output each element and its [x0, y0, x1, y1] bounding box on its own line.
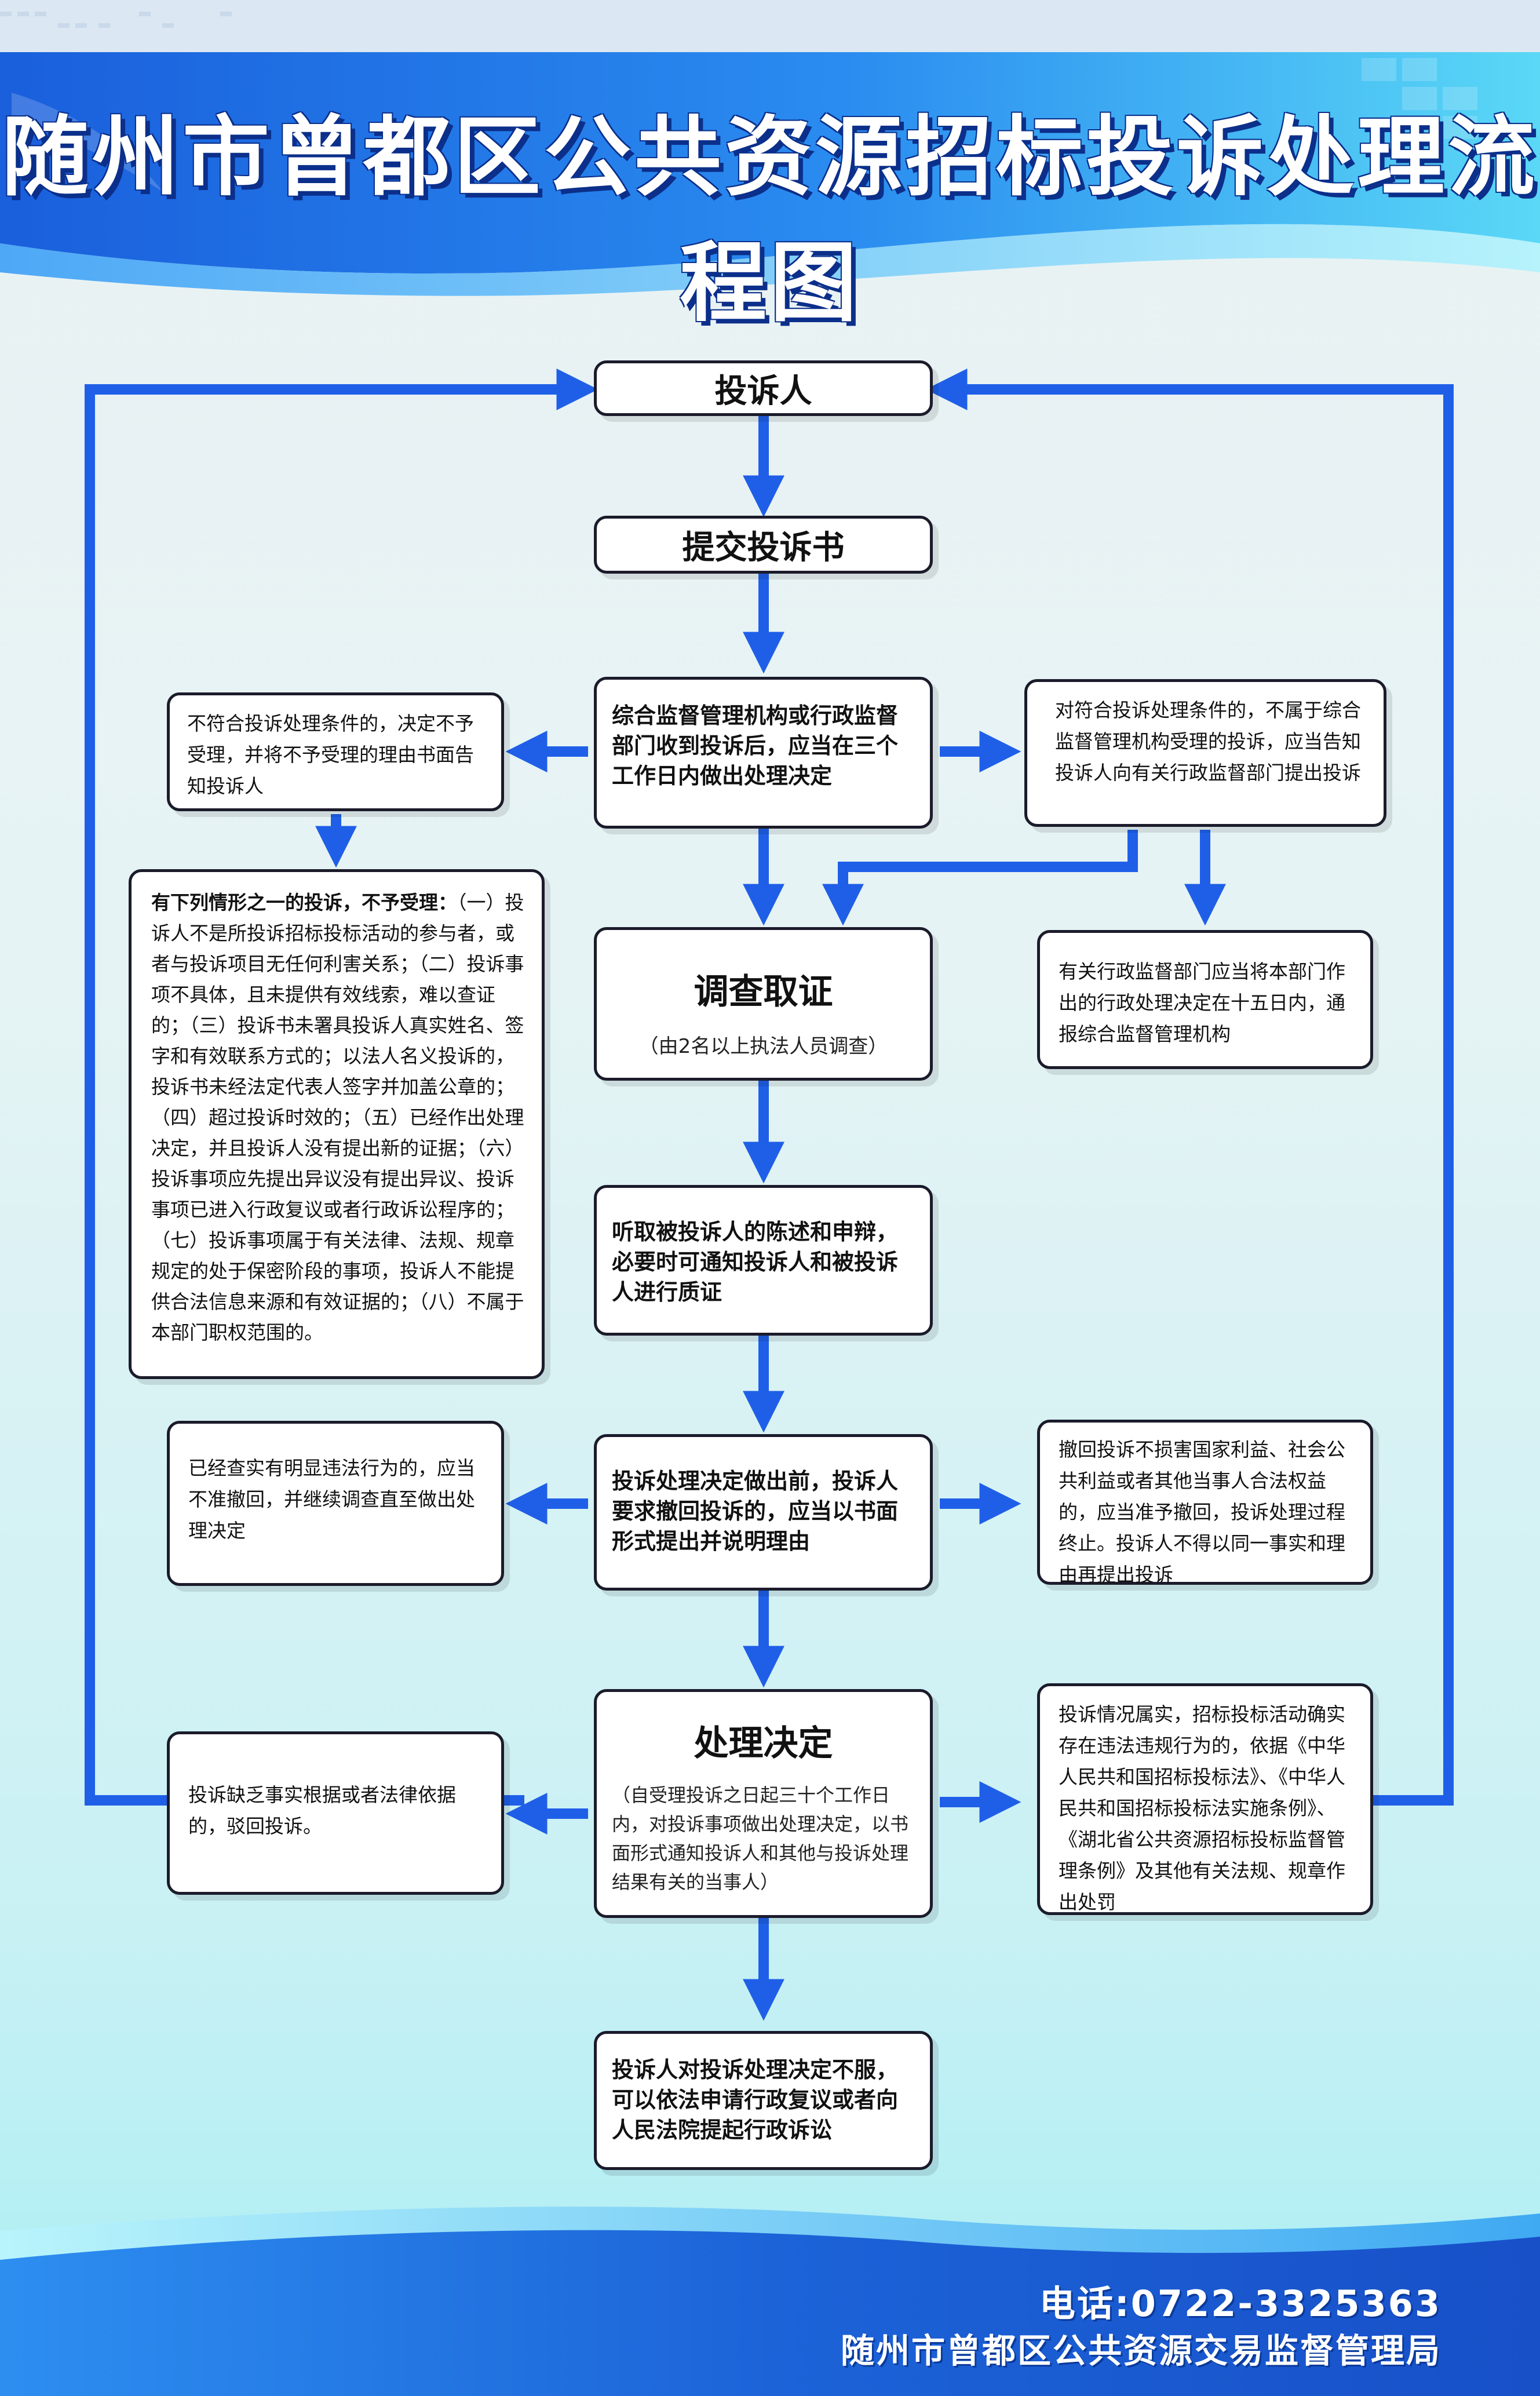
investigate-title: 调查取证: [694, 972, 833, 1012]
reject-text: 不符合投诉处理条件的，决定不予受理，并将不予受理的理由书面告知投诉人: [187, 712, 474, 797]
penalty-text: 投诉情况属实，招标投标活动确实存在违法违规行为的，依据《中华人民共和国招标投标法…: [1059, 1703, 1345, 1913]
node-receive: 综合监督管理机构或行政监督部门收到投诉后，应当在三个工作日内做出处理决定: [594, 677, 933, 829]
withdraw-text: 投诉处理决定做出前，投诉人要求撤回投诉的，应当以书面形式提出并说明理由: [612, 1468, 899, 1554]
node-transfer: 对符合投诉处理条件的，不属于综合监督管理机构受理的投诉，应当告知投诉人向有关行政…: [1024, 679, 1386, 827]
arrow-transfer-investigate: [822, 830, 1138, 926]
report-text: 有关行政监督部门应当将本部门作出的行政处理决定在十五日内，通报综合监督管理机构: [1059, 960, 1345, 1045]
node-appeal: 投诉人对投诉处理决定不服，可以依法申请行政复议或者向人民法院提起行政诉讼: [594, 2031, 933, 2170]
conditions-head: 有下列情形之一的投诉，不予受理：: [151, 891, 457, 914]
decision-title: 处理决定: [694, 1723, 833, 1764]
node-submit: 提交投诉书: [594, 516, 933, 574]
node-penalty: 投诉情况属实，招标投标活动确实存在违法违规行为的，依据《中华人民共和国招标投标法…: [1037, 1683, 1373, 1915]
receive-text: 综合监督管理机构或行政监督部门收到投诉后，应当在三个工作日内做出处理决定: [612, 702, 899, 789]
node-investigate: 调查取证 （由2名以上执法人员调查）: [594, 927, 933, 1081]
footer-org: 随州市曾都区公共资源交易监督管理局: [840, 2331, 1442, 2371]
investigate-sub: （由2名以上执法人员调查）: [638, 1035, 888, 1058]
no-withdraw-text: 已经查实有明显违法行为的，应当不准撤回，并继续调查直至做出处理决定: [188, 1457, 475, 1542]
transfer-text: 对符合投诉处理条件的，不属于综合监督管理机构受理的投诉，应当告知投诉人向有关行政…: [1055, 699, 1361, 784]
allow-withdraw-text: 撤回投诉不损害国家利益、社会公共利益或者其他当事人合法权益的，应当准予撤回，投诉…: [1059, 1438, 1345, 1586]
node-complainant: 投诉人: [594, 360, 933, 416]
appeal-text: 投诉人对投诉处理决定不服，可以依法申请行政复议或者向人民法院提起行政诉讼: [612, 2056, 899, 2143]
arrow-penalty-loop: [925, 369, 1454, 1806]
header-banner: [0, 0, 1540, 296]
node-dismiss: 投诉缺乏事实根据或者法律依据的，驳回投诉。: [167, 1731, 504, 1895]
hearing-text: 听取被投诉人的陈述和申辩，必要时可通知投诉人和被投诉人进行质证: [612, 1219, 899, 1305]
conditions-body: （一）投诉人不是所投诉招标投标活动的参与者，或者与投诉项目无任何利害关系；（二）…: [151, 891, 524, 1344]
page-title: 随州市曾都区公共资源招标投诉处理流程图: [1, 107, 1538, 334]
node-report: 有关行政监督部门应当将本部门作出的行政处理决定在十五日内，通报综合监督管理机构: [1037, 930, 1373, 1069]
node-allow-withdraw: 撤回投诉不损害国家利益、社会公共利益或者其他当事人合法权益的，应当准予撤回，投诉…: [1037, 1420, 1373, 1586]
node-reject: 不符合投诉处理条件的，决定不予受理，并将不予受理的理由书面告知投诉人: [167, 692, 504, 811]
node-no-withdraw: 已经查实有明显违法行为的，应当不准撤回，并继续调查直至做出处理决定: [167, 1421, 504, 1586]
node-decision: 处理决定 （自受理投诉之日起三十个工作日内，对投诉事项做出处理决定，以书面形式通…: [594, 1689, 933, 1918]
dismiss-text: 投诉缺乏事实根据或者法律依据的，驳回投诉。: [188, 1784, 456, 1837]
conditions-text: 有下列情形之一的投诉，不予受理：（一）投诉人不是所投诉招标投标活动的参与者，或者…: [132, 872, 542, 1348]
decision-sub: （自受理投诉之日起三十个工作日内，对投诉事项做出处理决定，以书面形式通知投诉人和…: [612, 1784, 909, 1893]
node-withdraw: 投诉处理决定做出前，投诉人要求撤回投诉的，应当以书面形式提出并说明理由: [594, 1434, 933, 1591]
node-conditions: 有下列情形之一的投诉，不予受理：（一）投诉人不是所投诉招标投标活动的参与者，或者…: [129, 869, 545, 1379]
footer-phone: 电话:0722-3325363: [1039, 2282, 1442, 2325]
node-hearing: 听取被投诉人的陈述和申辩，必要时可通知投诉人和被投诉人进行质证: [594, 1185, 933, 1336]
footer-banner: [0, 2207, 1540, 2396]
